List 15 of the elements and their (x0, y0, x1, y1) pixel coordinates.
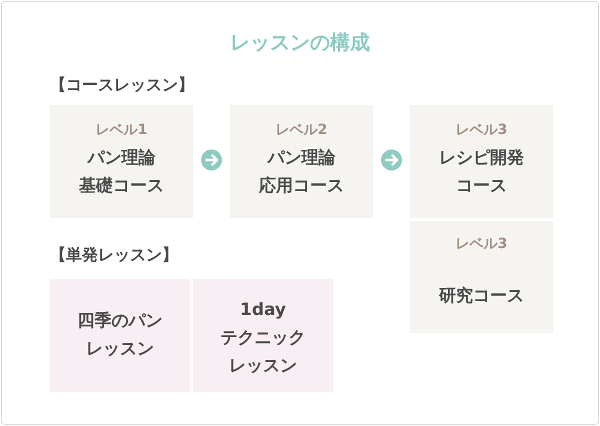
course-name: 1dayテクニックレッスン (220, 299, 306, 378)
arrow-icon (201, 150, 222, 170)
level-label: レベル2 (276, 121, 328, 140)
course-name: 四季のパンレッスン (78, 310, 162, 361)
arrow-icon (381, 150, 402, 170)
course-name: パン理論基礎コース (79, 147, 164, 198)
course-name: レシピ開発コース (439, 147, 524, 198)
level-label: レベル3 (456, 121, 508, 140)
course-name: 研究コース (439, 285, 524, 308)
title: レッスンの構成 (229, 29, 371, 56)
section-heading: 【コースレッスン】 (50, 74, 194, 96)
course-name: パン理論応用コース (259, 147, 344, 198)
level-label: レベル1 (96, 121, 148, 140)
section-heading: 【単発レッスン】 (50, 244, 178, 266)
level-label: レベル3 (456, 235, 508, 254)
